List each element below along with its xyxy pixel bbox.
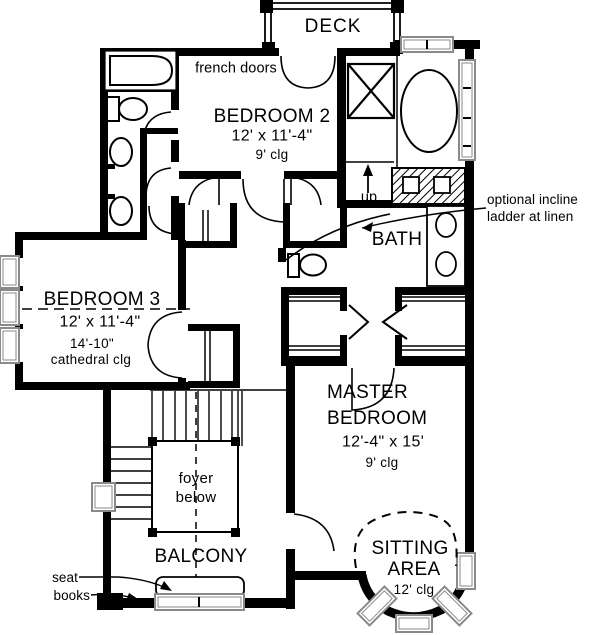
sitting-area-dashed-outline: [353, 511, 458, 569]
foyer-label-line2: below: [175, 489, 217, 507]
detail-lines: [150, 50, 465, 391]
window-bay-diag-right: [431, 585, 473, 627]
leader-arrowheads: [126, 222, 373, 601]
master-bedroom-label-line1: MASTER: [327, 382, 408, 404]
hall-sink-2: [109, 196, 133, 226]
staircase: [111, 391, 243, 520]
seat-note: seat: [52, 569, 78, 585]
balcony-label: BALCONY: [154, 546, 248, 568]
bedroom3-dimensions: 12' x 11'-4": [59, 313, 141, 331]
sitting-area-label-line2: AREA: [387, 559, 441, 581]
french-doors: [280, 55, 336, 89]
hall-bathtub: [104, 50, 177, 91]
linen-hatch: [391, 167, 466, 205]
ladder-note-line1: optional incline: [487, 191, 578, 207]
window-bedroom3-1: [0, 255, 20, 289]
windows: [0, 36, 476, 633]
foyer-opening: [151, 440, 239, 533]
garden-tub: [400, 69, 458, 153]
books-note: books: [53, 587, 90, 603]
window-bay-diag-left: [356, 585, 398, 627]
foyer-corner-posts: [148, 437, 240, 537]
bedroom2-label: BEDROOM 2: [213, 106, 331, 128]
sitting-area-ceiling: 12' clg: [393, 581, 435, 597]
up-label: up: [360, 189, 378, 206]
bedroom3-label: BEDROOM 3: [43, 289, 161, 311]
foyer-label-line1: foyer: [178, 470, 214, 488]
bedroom2-dimensions: 12' x 11'-4": [231, 127, 313, 145]
sitting-area-label-line1: SITTING: [371, 538, 449, 560]
ladder-note-line2: ladder at linen: [487, 208, 574, 224]
chase-x-box: [346, 62, 396, 120]
master-bedroom-ceiling: 9' clg: [365, 454, 399, 470]
window-bay-bottom: [395, 614, 433, 633]
bedroom3-ceiling: cathedral clg: [50, 351, 132, 367]
window-bedroom3-2: [0, 289, 20, 326]
hall-sink-1: [109, 137, 133, 167]
vanity: [426, 205, 466, 287]
window-balcony: [154, 593, 245, 611]
bath-label: BATH: [371, 229, 423, 251]
bedroom2-ceiling: 9' clg: [255, 146, 289, 162]
window-bedroom3-3: [0, 327, 20, 364]
exterior-walls: [15, 40, 480, 610]
window-stair-left: [91, 482, 116, 512]
french-doors-label: french doors: [195, 60, 277, 77]
bath-toilet: [287, 253, 327, 278]
window-tub-top: [400, 36, 454, 53]
deck-label: DECK: [304, 16, 362, 38]
hall-toilet: [106, 96, 148, 122]
master-bedroom-label-line2: BEDROOM: [327, 408, 428, 430]
door-swings: [142, 111, 395, 552]
bifold-doors: [348, 304, 408, 340]
window-tub-right: [458, 59, 476, 161]
master-bedroom-dimensions: 12'-4" x 15': [341, 433, 425, 451]
bedroom3-dimensions2: 14'-10": [70, 335, 114, 351]
up-arrow-icon: [363, 164, 373, 193]
window-bay-right: [456, 552, 476, 590]
